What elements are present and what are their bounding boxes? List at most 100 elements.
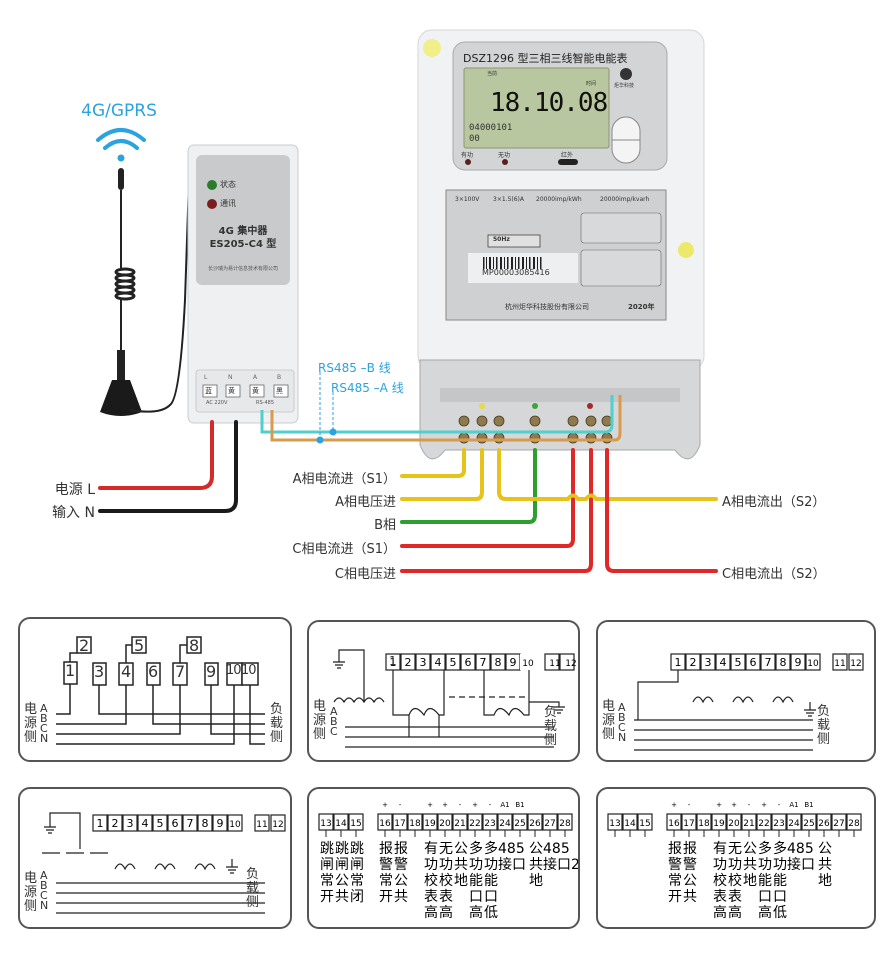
aux-terminal-number: 21 — [743, 819, 754, 829]
aux-polarity-mark: A1 — [500, 801, 509, 809]
terminal-number: 4 — [720, 656, 727, 669]
terminal-number: 6 — [465, 656, 472, 669]
aux-function-label: 接口 — [787, 856, 815, 873]
terminal-number: 3 — [127, 817, 134, 830]
aux-function-label: 无 — [728, 841, 742, 857]
phase-wires — [400, 448, 718, 573]
reactive-power-label: 无功 — [498, 152, 511, 159]
aux-function-label: 常 — [668, 873, 682, 889]
aux-function-label: 功 — [758, 857, 772, 873]
aux-terminal-number: 13 — [320, 819, 331, 829]
aux-function-label: 地 — [529, 873, 543, 889]
aux-function-label: 表 — [439, 889, 453, 905]
energy-meter — [417, 29, 705, 460]
aux-function-label: 跳 — [320, 841, 334, 857]
terminal-l: L — [204, 374, 208, 381]
aux-function-label: 地 — [743, 873, 757, 889]
d2-phase-labels: ABC — [330, 705, 338, 738]
aux-terminal-number: 19 — [713, 819, 725, 829]
aux-terminal-number: 18 — [698, 819, 710, 829]
manufacture-year: 2020年 — [628, 303, 655, 311]
aux-polarity-mark: - — [778, 801, 781, 809]
d1-terminal-3: 3 — [94, 662, 105, 681]
aux-function-label: 485 — [498, 841, 525, 857]
spec-kwh: 20000imp/kWh — [536, 196, 582, 203]
terminal-number: 6 — [172, 817, 179, 830]
aux-function-label: 能 — [484, 873, 498, 889]
d1-terminal-6: 6 — [148, 662, 159, 681]
wire-label-c-current-in: C相电流进（S1） — [292, 542, 396, 557]
aux-terminal-number: 18 — [409, 819, 421, 829]
aux-function-label: 能 — [773, 873, 787, 889]
terminal-number: 9 — [510, 656, 517, 669]
aux-polarity-mark: + — [427, 801, 433, 809]
terminal-number: 7 — [187, 817, 194, 830]
aux-terminal-number: 17 — [683, 819, 694, 829]
aux-terminal-number: 25 — [514, 819, 525, 829]
aux-function-label: 多 — [773, 840, 787, 857]
aux-terminal-number: 21 — [454, 819, 465, 829]
terminal-note-ac: AC 220V — [206, 400, 228, 406]
d1-phase-labels: ABCN — [40, 702, 49, 745]
aux-function-label: 公 — [818, 841, 832, 857]
concentrator-title: 4G 集中器 — [218, 226, 268, 237]
power-n-label: 输入 N — [52, 505, 95, 521]
lcd-current-label: 当前 — [487, 71, 498, 77]
power-l-label: 电源 L — [54, 482, 95, 498]
terminal-number: 12 — [565, 659, 576, 669]
aux-function-label: 共 — [529, 857, 543, 873]
aux-function-label: 功 — [728, 857, 742, 873]
frequency-label: 50Hz — [493, 236, 510, 243]
spec-current: 3×1.5(6)A — [493, 196, 524, 203]
terminal-mark-4: 黑 — [276, 387, 283, 395]
d1-terminal-1: 1 — [65, 661, 76, 680]
aux-polarity-mark: - — [748, 801, 751, 809]
infrared-port-icon — [558, 159, 578, 165]
terminal-mark-2: 黄 — [228, 387, 235, 395]
d2-terminals: 1 — [389, 654, 397, 668]
aux-function-label: 共 — [394, 889, 408, 905]
aux-function-label: 有 — [713, 841, 727, 857]
terminal-number: 4 — [435, 656, 442, 669]
aux-terminal-number: 17 — [394, 819, 405, 829]
aux-terminal-number: 28 — [848, 819, 860, 829]
wire-label-a-current-in: A相电流进（S1） — [292, 472, 396, 487]
lcd-sub: 00 — [469, 134, 480, 144]
active-power-label: 有功 — [461, 152, 474, 159]
wifi-signal-icon — [96, 128, 146, 162]
wire-label-c-current-out: C相电流出（S2） — [722, 567, 826, 582]
terminal-number: 4 — [142, 817, 149, 830]
d3-load-side: 负载侧 — [817, 704, 831, 747]
aux-terminal-number: 22 — [758, 819, 769, 829]
terminal-number: 5 — [157, 817, 164, 830]
aux-function-label: 表 — [713, 889, 727, 905]
d1-terminal-2: 2 — [79, 636, 90, 655]
power-input-wires — [98, 420, 238, 513]
aux-terminal-number: 26 — [529, 819, 541, 829]
aux-polarity-mark: + — [761, 801, 767, 809]
aux-function-label: 地 — [818, 873, 832, 889]
infrared-label: 红外 — [561, 152, 574, 159]
aux-function-label: 常 — [320, 873, 334, 889]
aux-terminal-number: 22 — [469, 819, 480, 829]
aux-terminal-number: 15 — [639, 819, 650, 829]
terminal-number: 1 — [675, 656, 682, 669]
aux-function-label: 报 — [379, 841, 393, 857]
aux-polarity-mark: B1 — [515, 801, 524, 809]
aux-terminal-number: 28 — [559, 819, 571, 829]
aux-terminal-number: 14 — [624, 819, 636, 829]
aux-terminal-number: 27 — [833, 819, 844, 829]
aux-function-label: 多 — [469, 840, 483, 857]
aux-function-label: 共 — [818, 857, 832, 873]
aux-function-label: 485 — [787, 841, 814, 857]
terminal-number: 8 — [202, 817, 209, 830]
aux-function-label: 常 — [350, 873, 364, 889]
aux-function-label: 闸 — [320, 857, 334, 873]
aux-function-label: 警 — [379, 857, 393, 873]
aux-terminal-number: 24 — [499, 819, 511, 829]
antenna-icon — [100, 149, 191, 416]
terminal-number: 9 — [217, 817, 224, 830]
brand-logo-icon — [620, 68, 632, 80]
terminal-number: 12 — [850, 659, 861, 669]
